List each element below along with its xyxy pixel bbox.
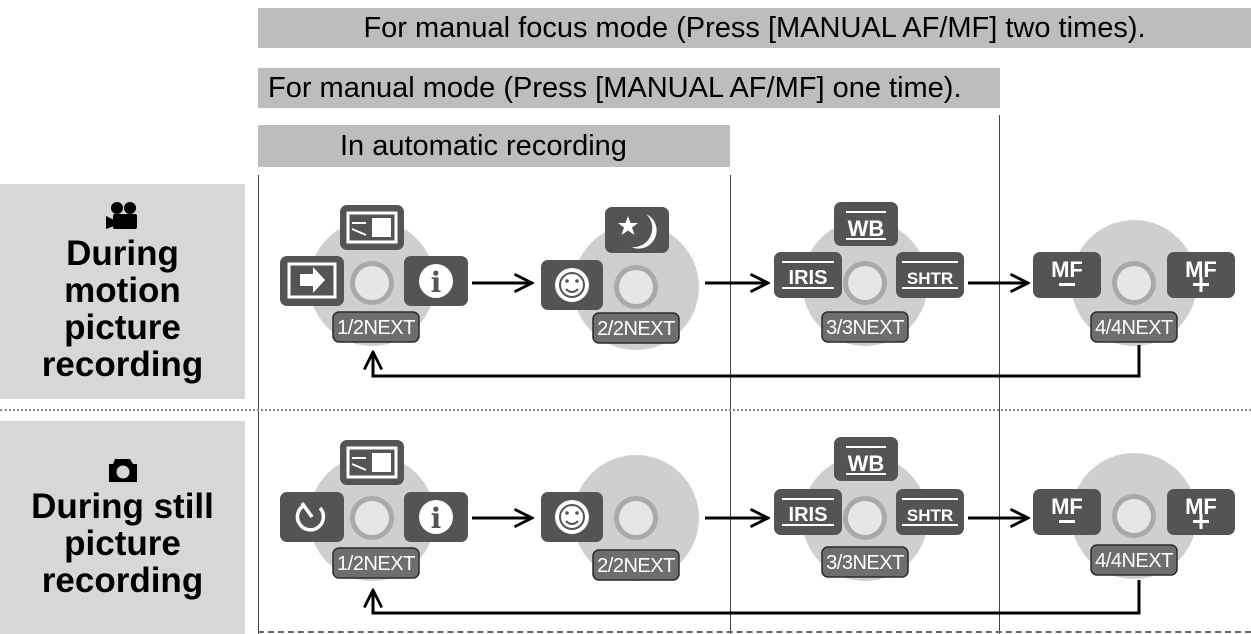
self-timer-icon[interactable] [280,492,344,542]
svg-text:i: i [431,266,442,299]
dial-page-4[interactable]: MF MF 4/4NEXT [1033,453,1235,579]
dial-page-1[interactable]: i 1/2NEXT [280,205,468,346]
night-icon[interactable] [605,207,669,253]
svg-text:WB: WB [848,451,885,476]
automatic-recording-header: In automatic recording [258,125,730,167]
shtr-button[interactable]: SHTR [896,489,964,535]
page-indicator-1[interactable]: 1/2NEXT [332,547,420,579]
info-icon[interactable]: i [404,256,468,306]
page-indicator-2[interactable]: 2/2NEXT [592,312,680,344]
face-icon[interactable] [541,260,603,310]
backlight-icon[interactable] [340,205,404,250]
face-icon[interactable] [541,492,603,542]
svg-text:3/3NEXT: 3/3NEXT [826,317,904,339]
svg-text:2/2NEXT: 2/2NEXT [597,318,675,340]
svg-text:i: i [431,502,442,535]
row-separator-dotted [0,409,1251,411]
mf-minus-button[interactable]: MF [1033,252,1101,298]
page-indicator-3[interactable]: 3/3NEXT [821,546,909,578]
mf-plus-button[interactable]: MF [1167,252,1235,298]
svg-text:SHTR: SHTR [907,506,953,525]
svg-text:MF: MF [1051,494,1083,519]
shtr-button[interactable]: SHTR [896,252,964,298]
video-camera-icon [105,201,137,229]
page-indicator-4[interactable]: 4/4NEXT [1090,311,1178,343]
still-picture-row-label: During still picture recording [0,421,245,634]
divider-line [258,175,259,634]
manual-focus-mode-header: For manual focus mode (Press [MANUAL AF/… [258,8,1251,48]
row-label-text: During motion picture recording [41,233,204,384]
iris-button[interactable]: IRIS [774,489,842,535]
svg-text:IRIS: IRIS [789,267,828,289]
svg-text:4/4NEXT: 4/4NEXT [1095,550,1173,572]
mf-plus-button[interactable]: MF [1167,489,1235,535]
iris-button[interactable]: IRIS [774,252,842,298]
manual-mode-header: For manual mode (Press [MANUAL AF/MF] on… [258,68,1000,108]
bottom-dashed-line [258,631,1251,633]
wb-button[interactable]: WB [834,437,898,481]
svg-text:SHTR: SHTR [907,269,953,288]
wb-button[interactable]: WB [834,202,898,246]
divider-line [730,175,731,634]
svg-text:IRIS: IRIS [789,504,828,526]
page-indicator-4[interactable]: 4/4NEXT [1090,544,1178,576]
page-indicator-1[interactable]: 1/2NEXT [332,311,420,343]
svg-text:4/4NEXT: 4/4NEXT [1095,317,1173,339]
svg-text:3/3NEXT: 3/3NEXT [826,552,904,574]
dial-page-4[interactable]: MF MF 4/4NEXT [1033,220,1235,346]
page-indicator-3[interactable]: 3/3NEXT [821,311,909,343]
dial-page-1[interactable]: i 1/2NEXT [280,440,468,581]
camera-icon [108,459,137,482]
svg-text:MF: MF [1051,257,1083,282]
dial-page-2[interactable]: 2/2NEXT [541,207,699,350]
svg-text:1/2NEXT: 1/2NEXT [337,317,415,339]
backlight-icon[interactable] [340,440,404,485]
mf-minus-button[interactable]: MF [1033,489,1101,535]
motion-picture-row-label: During motion picture recording [0,184,245,399]
svg-text:WB: WB [848,216,885,241]
fade-icon[interactable] [280,256,344,306]
svg-text:1/2NEXT: 1/2NEXT [337,553,415,575]
row-label-text: During still picture recording [31,487,214,600]
return-arrow [373,580,1141,615]
dial-page-3[interactable]: WB IRIS SHTR 3/3NEXT [774,437,964,581]
svg-text:2/2NEXT: 2/2NEXT [597,555,675,577]
dial-page-3[interactable]: WB IRIS SHTR 3/3NEXT [774,202,964,346]
page-indicator-2[interactable]: 2/2NEXT [592,549,680,581]
return-arrow [373,345,1141,378]
info-icon[interactable]: i [404,492,468,542]
dial-page-2[interactable]: 2/2NEXT [541,455,699,581]
